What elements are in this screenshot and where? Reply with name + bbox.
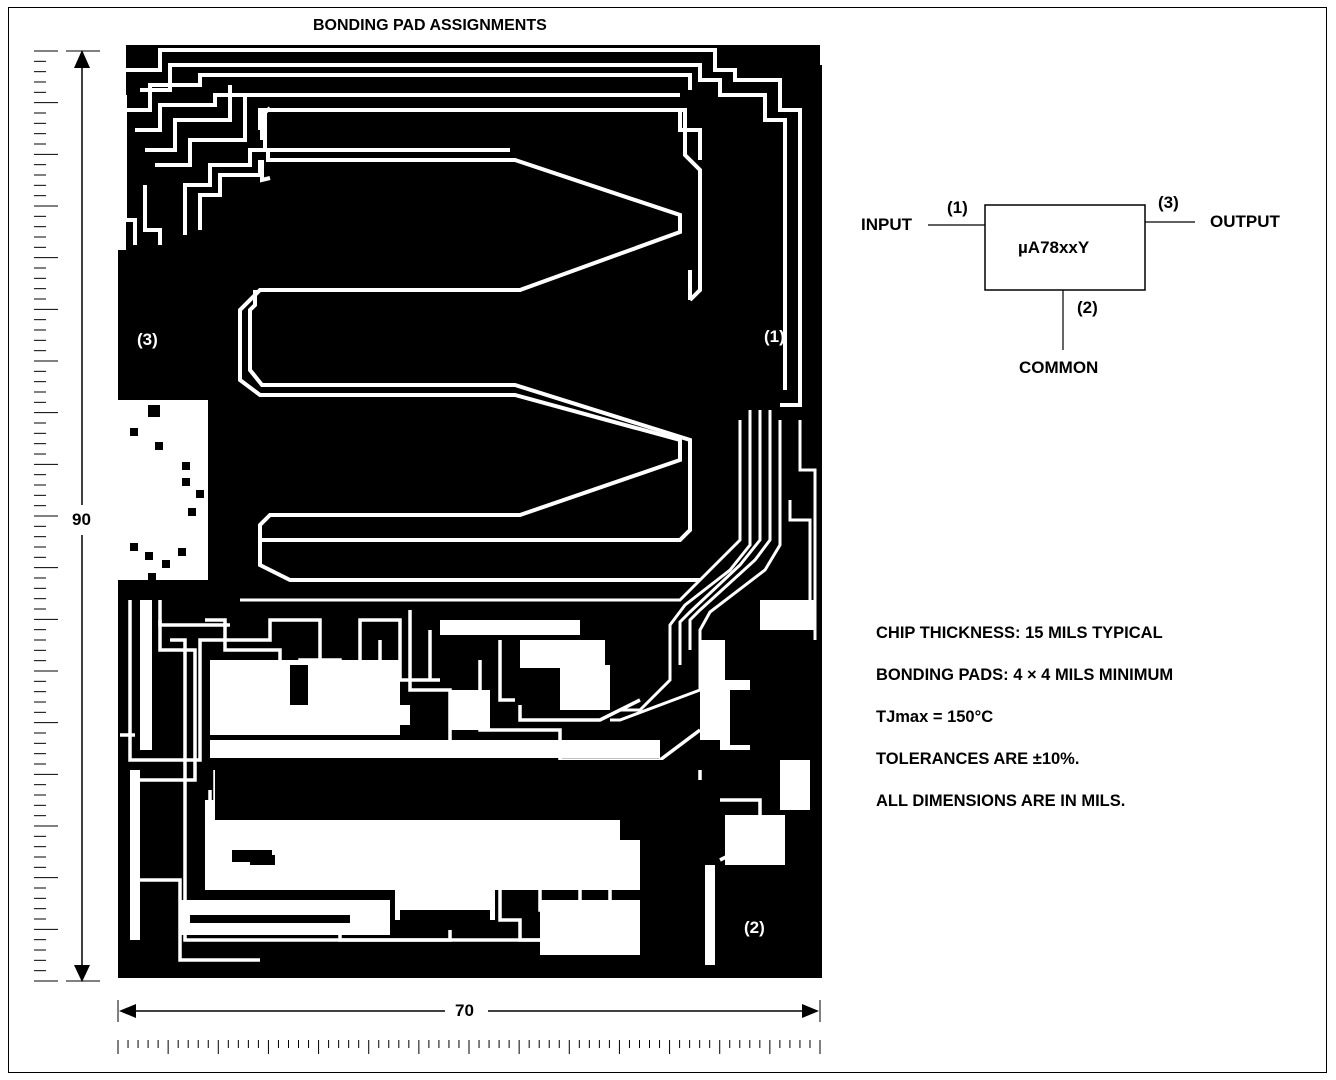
pad-3-label: (3) xyxy=(137,330,158,349)
alignment-marks xyxy=(118,400,208,581)
right-traces xyxy=(240,410,817,722)
pad-2-label: (2) xyxy=(744,918,765,937)
width-dimension-label: 70 xyxy=(455,1001,474,1021)
input-label: INPUT xyxy=(861,215,912,234)
horizontal-dimension xyxy=(117,1000,821,1022)
horizontal-ruler xyxy=(117,1040,821,1054)
device-box xyxy=(984,204,1146,291)
note-tolerances: TOLERANCES ARE ±10%. xyxy=(876,750,1080,768)
lower-metal xyxy=(190,665,750,965)
output-pin-number: (3) xyxy=(1158,193,1179,212)
pad-1-label: (1) xyxy=(764,327,785,346)
note-tj-max: TJmax = 150°C xyxy=(876,708,994,726)
die-notch xyxy=(118,45,126,250)
schematic-symbol xyxy=(928,204,1195,350)
note-bonding-pads: BONDING PADS: 4 × 4 MILS MINIMUM xyxy=(876,666,1174,684)
note-dimensions: ALL DIMENSIONS ARE IN MILS. xyxy=(876,792,1126,810)
drawing-frame xyxy=(8,7,1327,1073)
resistor-serpentine xyxy=(238,108,702,582)
output-label: OUTPUT xyxy=(1210,212,1280,231)
height-dimension-label: 90 xyxy=(72,510,91,530)
lower-traces xyxy=(120,600,762,962)
note-chip-thickness: CHIP THICKNESS: 15 MILS TYPICAL xyxy=(876,624,1163,642)
input-pin-number: (1) xyxy=(947,198,968,217)
page-title: BONDING PAD ASSIGNMENTS xyxy=(313,17,547,34)
common-pin-number: (2) xyxy=(1077,298,1098,317)
common-label: COMMON xyxy=(1019,358,1099,377)
vertical-dimension xyxy=(66,50,100,982)
vertical-ruler xyxy=(34,50,58,982)
device-name: µA78xxY xyxy=(1018,238,1090,257)
